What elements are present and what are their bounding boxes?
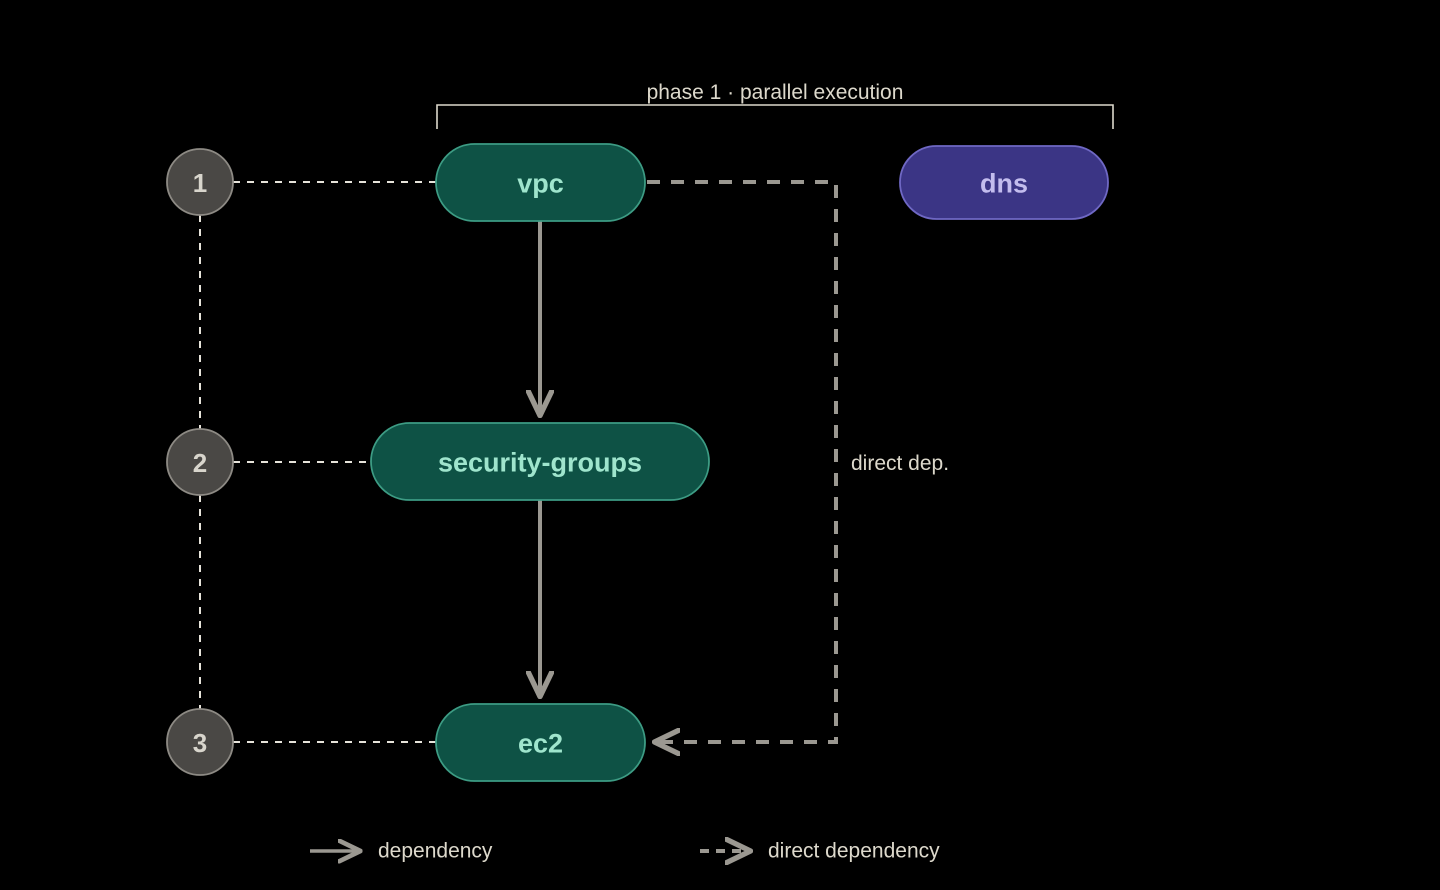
legend-label-direct-dependency: direct dependency bbox=[768, 840, 940, 863]
legend-item-dependency: dependency bbox=[310, 840, 493, 863]
step-circle-1[interactable]: 1 bbox=[166, 148, 234, 216]
edge-label-vpc-to-ec2-direct: direct dep. bbox=[851, 452, 949, 475]
phase-bracket bbox=[436, 104, 1114, 129]
node-shape-ec2 bbox=[435, 703, 646, 782]
step-circle-shape-2 bbox=[166, 428, 234, 496]
phase-label: phase 1 · parallel execution bbox=[647, 81, 904, 104]
edge-vpc-to-ec2-direct bbox=[647, 180, 838, 742]
node-shape-security-groups bbox=[370, 422, 710, 501]
step-leader-lines bbox=[233, 181, 436, 743]
node-ec2[interactable]: ec2 bbox=[435, 703, 646, 782]
node-vpc[interactable]: vpc bbox=[435, 143, 646, 222]
step-circle-shape-1 bbox=[166, 148, 234, 216]
step-circle-3[interactable]: 3 bbox=[166, 708, 234, 776]
node-label-ec2: ec2 bbox=[518, 729, 563, 759]
node-security-groups[interactable]: security-groups bbox=[370, 422, 710, 501]
node-dns[interactable]: dns bbox=[899, 145, 1109, 220]
node-shape-dns bbox=[899, 145, 1109, 220]
node-label-vpc: vpc bbox=[517, 169, 564, 199]
step-circle-shape-3 bbox=[166, 708, 234, 776]
nodes-layer: vpc dns security-groups ec2 bbox=[370, 143, 1109, 782]
step-number-3: 3 bbox=[193, 728, 207, 758]
edge-labels-layer: direct dep. bbox=[851, 452, 949, 475]
node-label-dns: dns bbox=[980, 169, 1028, 199]
step-number-2: 2 bbox=[193, 448, 207, 478]
node-shape-vpc bbox=[435, 143, 646, 222]
legend: dependency direct dependency bbox=[310, 840, 940, 863]
step-circles-layer: 1 2 3 bbox=[166, 148, 234, 776]
legend-label-dependency: dependency bbox=[378, 840, 493, 863]
step-number-1: 1 bbox=[193, 168, 207, 198]
step-circle-2[interactable]: 2 bbox=[166, 428, 234, 496]
legend-item-direct-dependency: direct dependency bbox=[700, 840, 940, 863]
phase-bracket-group: phase 1 · parallel execution bbox=[436, 81, 1114, 129]
node-label-security-groups: security-groups bbox=[438, 448, 642, 478]
edges-layer bbox=[540, 180, 838, 742]
